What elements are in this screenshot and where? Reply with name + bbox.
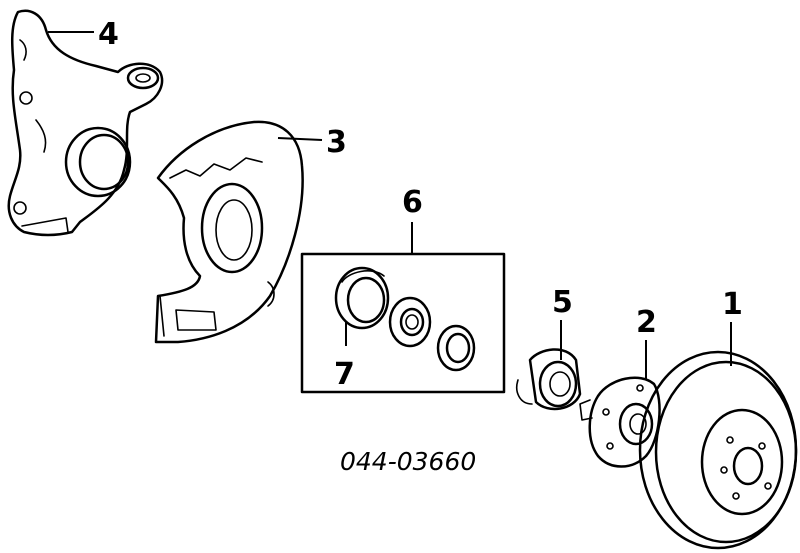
steering-knuckle: [7, 9, 164, 237]
bearing-kit: [300, 252, 506, 394]
dust-shield: [154, 120, 304, 344]
catalog-number: 044-03660: [340, 447, 476, 476]
callout-1: 1: [722, 287, 743, 322]
oil-seal: [334, 266, 390, 330]
leader-lines: [48, 31, 732, 380]
callout-7: 7: [334, 357, 355, 392]
callout-4: 4: [98, 17, 119, 52]
callout-5: 5: [552, 285, 573, 320]
wheel-bearing: [516, 348, 582, 411]
outer-race: [436, 324, 476, 372]
callout-6: 6: [402, 185, 423, 220]
callout-2: 2: [636, 305, 657, 340]
brake-disc: [638, 350, 798, 550]
inner-bearing: [388, 296, 432, 348]
callout-3: 3: [326, 125, 347, 160]
wheel-hub: [579, 376, 661, 468]
leader-3: [277, 137, 323, 141]
kit-box: [300, 252, 506, 394]
